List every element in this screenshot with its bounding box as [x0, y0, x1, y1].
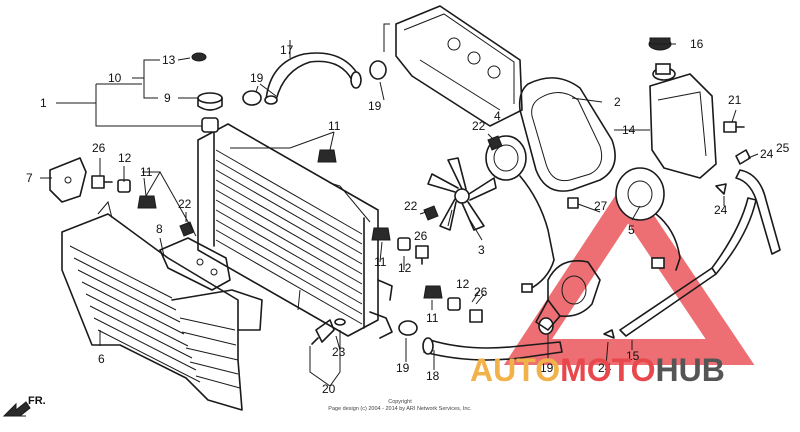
- callout-19b: 19: [368, 99, 382, 113]
- callout-12c: 12: [456, 277, 470, 291]
- callout-22a: 22: [472, 119, 486, 133]
- callout-3: 3: [478, 243, 485, 257]
- callout-22b: 22: [178, 197, 192, 211]
- callout-1: 1: [40, 96, 47, 110]
- callout-11d: 11: [426, 311, 439, 325]
- bracket-8: [159, 237, 231, 291]
- bolt-21: [723, 121, 745, 133]
- radiator-cap-9: [197, 92, 223, 111]
- callout-18: 18: [426, 369, 440, 383]
- callout-11a: 11: [328, 119, 341, 133]
- callout-7: 7: [26, 171, 33, 185]
- callout-26b: 26: [414, 229, 428, 243]
- callout-11c: 11: [374, 255, 387, 269]
- callout-27: 27: [594, 199, 608, 213]
- fan-motor-4: [485, 135, 555, 293]
- callout-20: 20: [322, 382, 336, 396]
- radiator-core: [197, 117, 393, 339]
- callout-5: 5: [628, 223, 635, 237]
- fr-label: FR.: [28, 395, 46, 407]
- callout-11b: 11: [140, 165, 153, 179]
- reservoir-cap-16: [648, 37, 672, 51]
- callout-14: 14: [622, 123, 636, 137]
- copyright-notice: Copyright Page design (c) 2004 - 2014 by…: [328, 399, 472, 412]
- callout-21: 21: [728, 93, 742, 107]
- reservoir-tube-15: [619, 197, 757, 337]
- reservoir-tank-14: [649, 63, 717, 179]
- leader-lines: [40, 23, 759, 387]
- watermark-hub: HUB: [655, 352, 724, 388]
- callout-25: 25: [776, 141, 790, 155]
- callout-24c: 24: [598, 361, 612, 375]
- watermark-triangle: [503, 176, 755, 365]
- thermostat-housing: [535, 260, 601, 331]
- callout-15: 15: [626, 349, 640, 363]
- overflow-tube-25: [735, 169, 781, 255]
- callout-13: 13: [162, 53, 176, 67]
- bolt-27: [567, 197, 579, 209]
- svg-text:AUTOMOTOHUB: AUTOMOTOHUB: [470, 352, 725, 388]
- callout-23: 23: [332, 345, 346, 359]
- fan-shroud-2: [518, 77, 616, 192]
- callout-labels: 1 2 3 4 5 6 7 8 9 10 11 11 11 11 12 12 1…: [26, 37, 790, 396]
- callout-6: 6: [98, 352, 105, 366]
- watermark-logo: AUTOMOTOHUB: [470, 352, 725, 388]
- front-direction-arrow: FR.: [2, 395, 46, 417]
- nut-22: [179, 135, 503, 237]
- copyright-line-2: Page design (c) 2004 - 2014 by ARI Netwo…: [328, 406, 472, 412]
- callout-4: 4: [494, 109, 501, 123]
- clip-24: [603, 149, 751, 339]
- callout-16: 16: [690, 37, 704, 51]
- radiator-grille-6: [61, 200, 263, 411]
- thermo-switch-20: [311, 318, 346, 345]
- fan-motor-5: [615, 167, 681, 271]
- callout-12b: 12: [398, 261, 412, 275]
- copyright-line-1: Copyright: [388, 399, 412, 405]
- cap-seal-13: [191, 52, 207, 62]
- callout-9: 9: [164, 91, 171, 105]
- rubber-grommet-11: [137, 149, 443, 299]
- callout-19d: 19: [540, 361, 554, 375]
- callout-2: 2: [614, 95, 621, 109]
- callout-26a: 26: [92, 141, 106, 155]
- callout-19c: 19: [396, 361, 410, 375]
- callout-24a: 24: [760, 147, 774, 161]
- watermark-auto: AUTO: [470, 352, 560, 388]
- callout-19a: 19: [250, 71, 264, 85]
- collar-12: [117, 179, 461, 311]
- callout-17: 17: [280, 43, 294, 57]
- watermark-moto: MOTO: [560, 352, 655, 388]
- bracket-7: [49, 157, 87, 203]
- callout-26c: 26: [474, 285, 488, 299]
- callout-22c: 22: [404, 199, 418, 213]
- fan-blade-3: [427, 157, 497, 231]
- callout-12a: 12: [118, 151, 132, 165]
- callout-24b: 24: [714, 203, 728, 217]
- callout-8: 8: [156, 222, 163, 236]
- hose-clamp-19: [242, 60, 554, 336]
- callout-10: 10: [108, 71, 122, 85]
- upper-hose-17: [264, 52, 362, 105]
- lower-hose-18: [422, 337, 563, 361]
- cylinder-head-cover: [395, 5, 523, 127]
